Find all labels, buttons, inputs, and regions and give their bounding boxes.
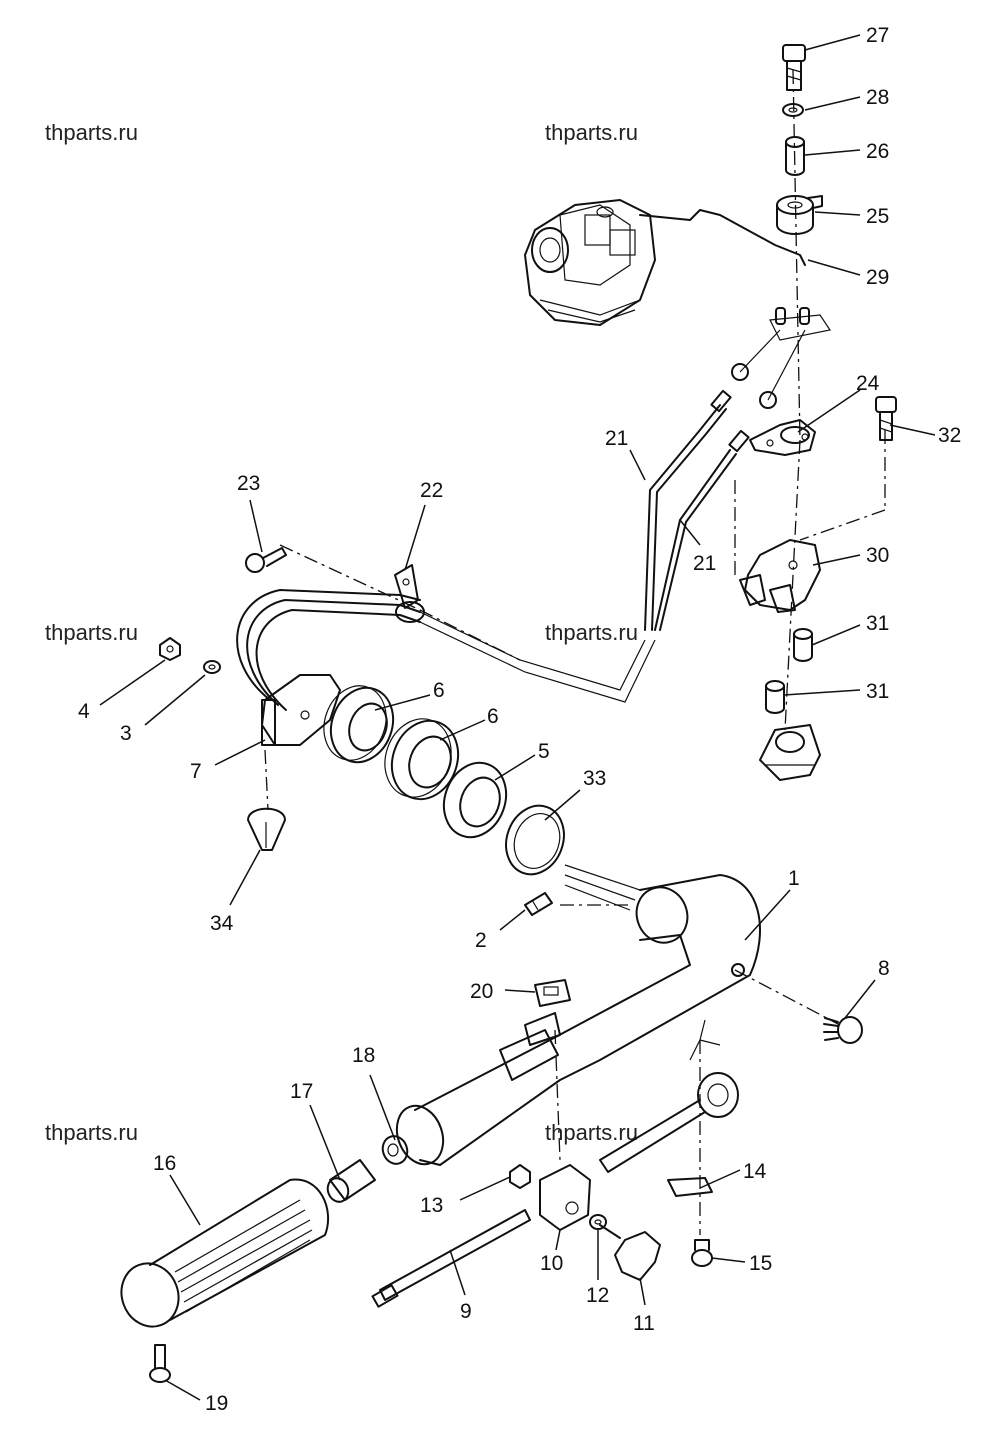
screw-23: [245, 547, 287, 573]
callout-27: 27: [866, 24, 889, 47]
watermark: thparts.ru: [545, 620, 638, 645]
plate-14: [667, 1177, 713, 1197]
shaft-17: [326, 1159, 376, 1203]
bolt-32: [875, 396, 897, 441]
callout-1: 1: [788, 867, 800, 890]
callout-34: 34: [210, 912, 234, 935]
callout-28: 28: [866, 86, 889, 109]
steering-handle: [395, 874, 761, 1166]
seal-5: [442, 761, 508, 839]
collar-31-upper: [793, 628, 813, 662]
callout-32: 32: [938, 424, 961, 447]
callout-23: 23: [237, 472, 260, 495]
callout-29: 29: [866, 266, 889, 289]
nut-4: [159, 637, 181, 661]
clamp-22: [394, 564, 425, 623]
plug-8: [823, 1016, 863, 1044]
watermark: thparts.ru: [45, 620, 138, 645]
callout-31-lower: 31: [866, 680, 889, 703]
callout-2: 2: [475, 929, 487, 952]
watermark: thparts.ru: [45, 1120, 138, 1145]
callout-21-left: 21: [605, 427, 628, 450]
carburetor: [524, 199, 656, 326]
callout-17: 17: [290, 1080, 313, 1103]
plate-20: [534, 979, 571, 1007]
bolt-27: [782, 44, 806, 91]
washer-33: [505, 804, 565, 876]
washer-3: [203, 660, 221, 674]
screw-15: [691, 1239, 713, 1267]
lever-25: [776, 195, 823, 235]
bracket-24: [749, 419, 816, 456]
watermark: thparts.ru: [45, 120, 138, 145]
wire-harness: [236, 589, 656, 711]
clip-34: [247, 807, 286, 851]
callout-22: 22: [420, 479, 443, 502]
callout-6-a: 6: [433, 679, 445, 702]
callout-30: 30: [866, 544, 889, 567]
callout-11: 11: [633, 1312, 655, 1335]
callout-8: 8: [878, 957, 890, 980]
washer-28: [782, 103, 804, 117]
throttle-cables: [644, 307, 831, 631]
callout-5: 5: [538, 740, 550, 763]
callout-4: 4: [78, 700, 90, 723]
throttle-shaft: [599, 1019, 739, 1173]
watermark: thparts.ru: [545, 120, 638, 145]
leader-lines: [99, 34, 936, 1401]
nut-13: [509, 1164, 531, 1189]
callout-7: 7: [190, 760, 202, 783]
collar-26: [785, 136, 805, 176]
callout-16: 16: [153, 1152, 176, 1175]
pin-2: [524, 892, 553, 916]
rod-9: [371, 1209, 531, 1308]
callout-21-right: 21: [693, 552, 716, 575]
seal-6-a: [323, 685, 395, 764]
callout-33: 33: [583, 767, 606, 790]
handle-wires: [564, 864, 641, 911]
collar-31-lower: [765, 680, 785, 714]
watermark: thparts.ru: [545, 1120, 638, 1145]
bracket-30: [739, 539, 821, 613]
callout-14: 14: [743, 1160, 767, 1183]
callout-19: 19: [205, 1392, 228, 1415]
callout-3: 3: [120, 722, 132, 745]
callout-31-upper: 31: [866, 612, 889, 635]
knob-11: [599, 1224, 661, 1281]
callout-13: 13: [420, 1194, 443, 1217]
throttle-link-rod: [639, 209, 806, 266]
callout-15: 15: [749, 1252, 772, 1275]
callout-24: 24: [856, 372, 880, 395]
callout-6-b: 6: [487, 705, 499, 728]
callout-25: 25: [866, 205, 889, 228]
collar-18: [381, 1135, 409, 1165]
callout-20: 20: [470, 980, 493, 1003]
washer-12: [589, 1214, 607, 1230]
callout-18: 18: [352, 1044, 375, 1067]
plate-7: [261, 674, 341, 746]
throttle-grip-16: [120, 1178, 330, 1328]
pivot-base: [759, 724, 821, 781]
callout-10: 10: [540, 1252, 563, 1275]
block-10: [539, 1164, 591, 1231]
screw-19: [149, 1344, 171, 1383]
callout-9: 9: [460, 1300, 472, 1323]
callouts: 27 28 26 25 29 24 32 30 31 31 21 21 22 2…: [78, 24, 961, 1415]
callout-12: 12: [586, 1284, 609, 1307]
callout-26: 26: [866, 140, 889, 163]
seal-6-b: [384, 718, 460, 801]
